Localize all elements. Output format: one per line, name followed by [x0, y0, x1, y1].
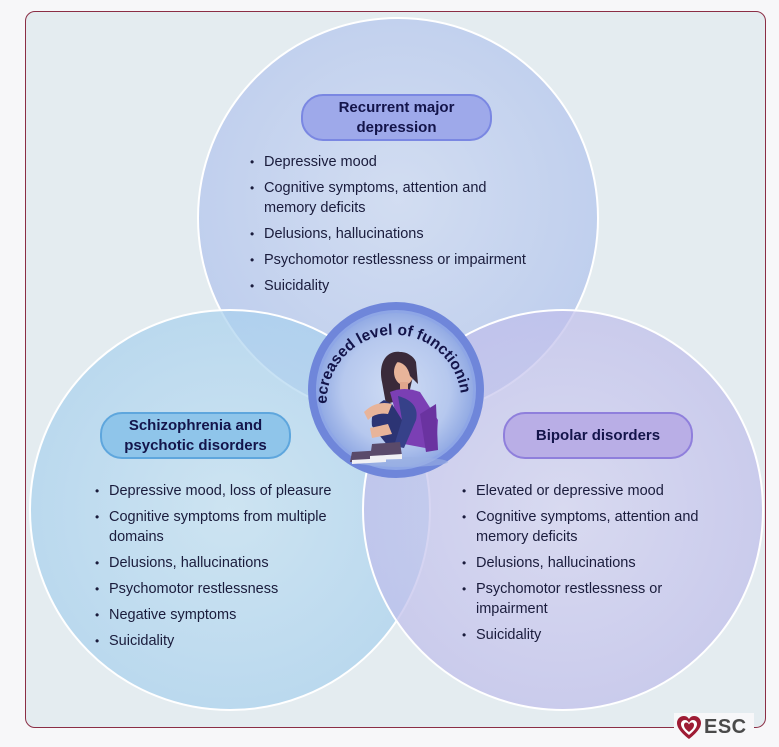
seated-person-illustration [350, 351, 448, 467]
list-item: Suicidality [460, 625, 722, 645]
title-schizophrenia: Schizophrenia and psychotic disorders [124, 416, 267, 454]
list-schizophrenia: Depressive mood, loss of pleasure Cognit… [93, 481, 368, 657]
list-item: Psychomotor restlessness or impairment [460, 579, 691, 619]
list-item: Negative symptoms [93, 605, 368, 625]
list-item: Suicidality [93, 631, 368, 651]
list-bipolar: Elevated or depressive mood Cognitive sy… [460, 481, 722, 651]
list-item: Delusions, hallucinations [460, 553, 722, 573]
list-item: Suicidality [248, 276, 568, 296]
heart-icon [677, 716, 701, 739]
pill-recurrent-major-depression: Recurrent major depression [301, 94, 492, 141]
esc-logo: ESC [674, 713, 754, 743]
list-item: Cognitive symptoms, attention and memory… [460, 507, 706, 547]
title-recurrent-major-depression: Recurrent major depression [338, 98, 455, 136]
list-item: Depressive mood [248, 152, 568, 172]
list-item: Elevated or depressive mood [460, 481, 722, 501]
list-recurrent-major-depression: Depressive mood Cognitive symptoms, atte… [248, 152, 568, 302]
title-bipolar: Bipolar disorders [535, 426, 661, 444]
list-item: Cognitive symptoms, attention and memory… [248, 178, 534, 218]
pill-schizophrenia: Schizophrenia and psychotic disorders [100, 412, 291, 459]
pill-bipolar: Bipolar disorders [503, 412, 693, 459]
list-item: Psychomotor restlessness [93, 579, 368, 599]
list-item: Delusions, hallucinations [248, 224, 568, 244]
list-item: Delusions, hallucinations [93, 553, 368, 573]
list-item: Depressive mood, loss of pleasure [93, 481, 368, 501]
list-item: Cognitive symptoms from multiple domains [93, 507, 364, 547]
list-item: Psychomotor restlessness or impairment [248, 250, 568, 270]
esc-logo-text: ESC [704, 716, 747, 738]
